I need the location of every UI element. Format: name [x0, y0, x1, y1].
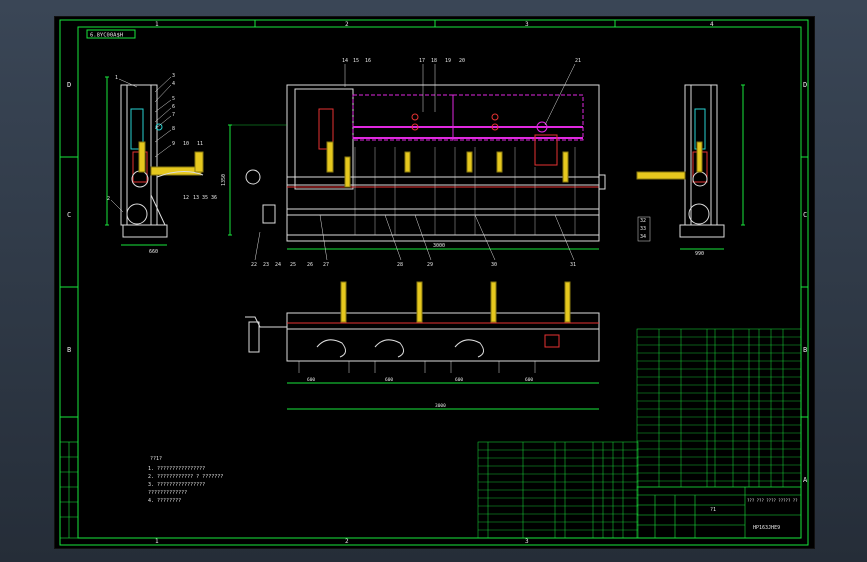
callout: 4 — [172, 81, 175, 87]
left-side-view — [105, 76, 204, 246]
callout: 34 — [640, 234, 646, 240]
callout: 20 — [459, 58, 465, 64]
row-label: A — [803, 476, 808, 484]
dim-seg: 600 — [455, 377, 463, 383]
callout: 27 — [323, 262, 329, 268]
callout: 14 — [342, 58, 348, 64]
row-label: B — [803, 346, 807, 354]
callout: 18 — [431, 58, 437, 64]
callout: 15 — [353, 58, 359, 64]
plan-view — [245, 281, 600, 410]
callout: 21 — [575, 58, 581, 64]
col-label: 3 — [525, 21, 529, 28]
callout: 7 — [172, 112, 175, 118]
callout: 19 — [445, 58, 451, 64]
row-label: C — [803, 211, 807, 219]
row-label: C — [67, 211, 71, 219]
note-line: 4. ???????? — [148, 498, 181, 504]
dim-right-w: 990 — [695, 251, 704, 257]
revision-strip — [59, 441, 79, 539]
callout: 5 — [172, 96, 175, 102]
dim-seg: 600 — [385, 377, 393, 383]
note-line: 2. ???????????? ? ??????? — [148, 474, 223, 480]
callout: 25 — [290, 262, 296, 268]
col-label: 1 — [155, 538, 159, 545]
callout: 22 — [251, 262, 257, 268]
title-tag: 6.8YC00A$H — [90, 33, 123, 39]
cad-drawing: 1 2 3 4 1 2 3 D C B D C B A 6.8YC00A$H — [59, 19, 809, 546]
callout: 16 — [365, 58, 371, 64]
right-side-view — [636, 84, 745, 250]
dim-width-plan: 3000 — [435, 403, 446, 409]
col-label: 4 — [710, 21, 714, 28]
row-label: B — [67, 346, 71, 354]
note-line: ????????????? — [148, 490, 187, 496]
dim-h1: 1350 — [221, 174, 227, 186]
note-line: 1. ???????????????? — [148, 466, 205, 472]
callout: 11 — [197, 141, 203, 147]
callout: 33 — [640, 226, 646, 232]
callout: 29 — [427, 262, 433, 268]
callout: 8 — [172, 126, 175, 132]
title-block — [636, 486, 802, 539]
callout: 13 — [193, 195, 199, 201]
callout: 28 — [397, 262, 403, 268]
callout: 10 — [183, 141, 189, 147]
callout: 35 — [202, 195, 208, 201]
title-company: ??? ??? ???? ????? ?? — [747, 498, 798, 503]
callout: 12 — [183, 195, 189, 201]
drawing-viewport[interactable]: 1 2 3 4 1 2 3 D C B D C B A 6.8YC00A$H — [54, 16, 815, 549]
parts-list — [636, 328, 802, 488]
row-label: D — [67, 81, 71, 89]
callout: 30 — [491, 262, 497, 268]
dim-seg: 600 — [307, 377, 315, 383]
col-label: 3 — [525, 538, 529, 545]
callout: 24 — [275, 262, 281, 268]
callout: 23 — [263, 262, 269, 268]
title-name: ?1 — [710, 507, 716, 513]
front-view — [228, 84, 606, 250]
col-label: 2 — [345, 538, 349, 545]
notes-title: ??1? — [150, 456, 162, 462]
note-line: 3. ???????????????? — [148, 482, 205, 488]
callout: 31 — [570, 262, 576, 268]
callout: 36 — [211, 195, 217, 201]
col-label: 2 — [345, 21, 349, 28]
title-drawing-no: HP163JHE9 — [753, 525, 780, 531]
callout: 1 — [115, 75, 118, 81]
callout: 2 — [107, 196, 110, 202]
row-label: D — [803, 81, 807, 89]
dim-seg: 600 — [525, 377, 533, 383]
callout: 26 — [307, 262, 313, 268]
technical-notes: ??1? 1. ???????????????? 2. ????????????… — [148, 456, 223, 504]
dim-side-w: 660 — [149, 249, 158, 255]
dim-width-main: 3000 — [433, 243, 445, 249]
callout: 6 — [172, 104, 175, 110]
callout: 3 — [172, 73, 175, 79]
col-label: 1 — [155, 21, 159, 28]
callout: 32 — [640, 218, 646, 224]
callout: 17 — [419, 58, 425, 64]
callout: 9 — [172, 141, 175, 147]
